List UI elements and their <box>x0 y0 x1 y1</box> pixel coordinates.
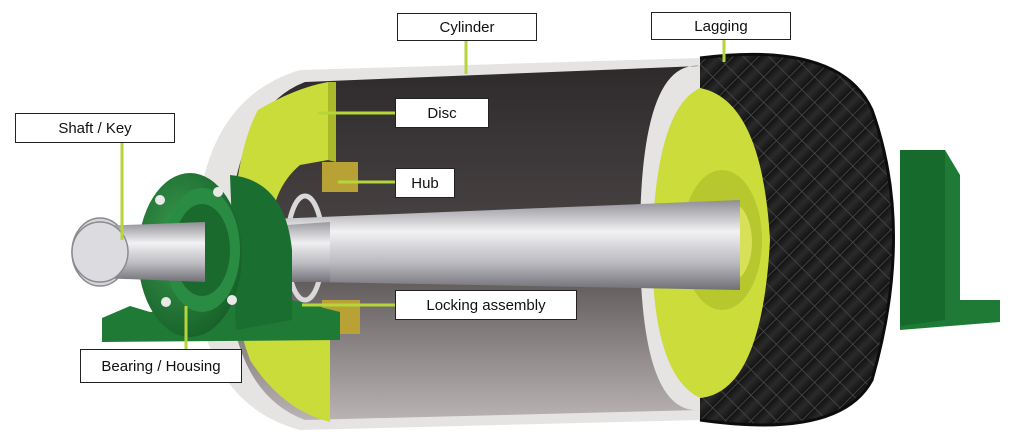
hub-label: Hub <box>395 168 455 198</box>
lagging-label: Lagging <box>651 12 791 40</box>
bearing-housing-label: Bearing / Housing <box>80 349 242 383</box>
right-bearing-housing <box>900 150 1000 330</box>
disc-label: Disc <box>395 98 489 128</box>
shaft-key-label: Shaft / Key <box>15 113 175 143</box>
locking-assembly-label: Locking assembly <box>395 290 577 320</box>
hub-block <box>322 162 358 192</box>
leader-lines <box>120 38 726 349</box>
cylinder-label: Cylinder <box>397 13 537 41</box>
